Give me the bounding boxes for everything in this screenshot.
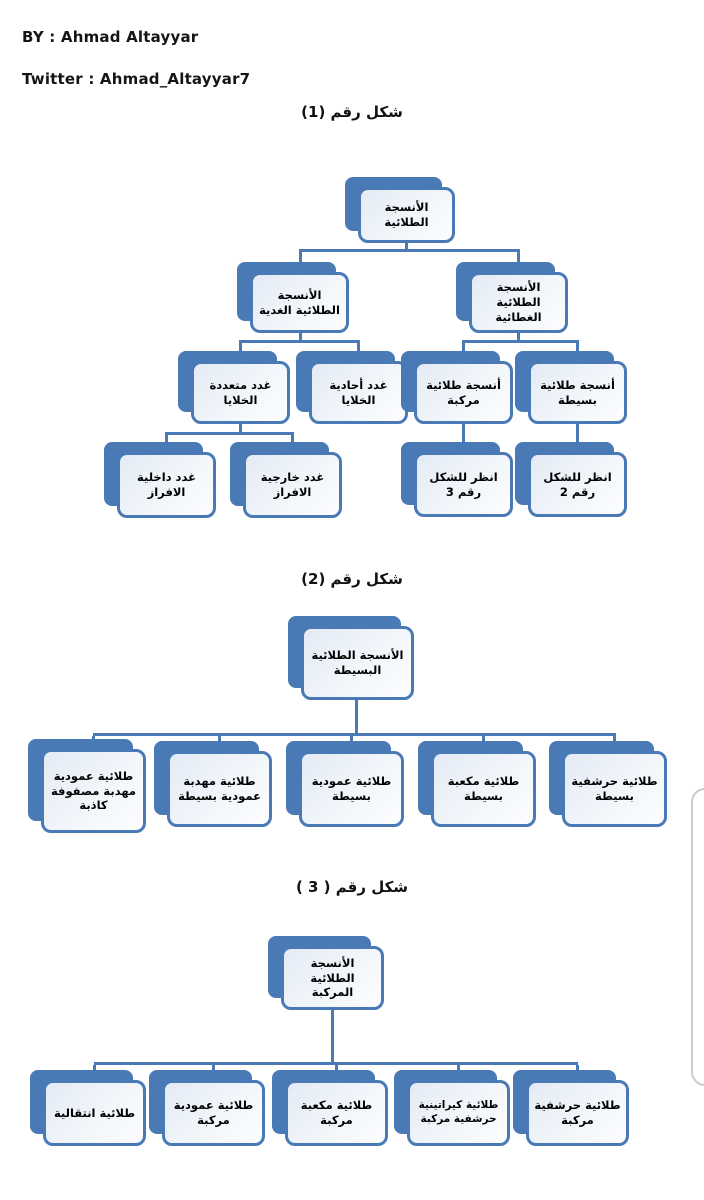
- scrollbar-thumb[interactable]: [691, 788, 704, 1086]
- node-face: الأنسجة الطلائية الغطائية: [469, 272, 568, 333]
- node-fig2-child-simple-squamous: طلائية حرشفية بسيطة: [549, 741, 667, 827]
- node-fig2-child-ciliated-columnar: طلائية مهدبة عمودية بسيطة: [154, 741, 272, 827]
- connector-line: [165, 432, 294, 435]
- connector-line: [576, 424, 579, 452]
- node-fig3-child-stratified-columnar: طلائية عمودية مركبة: [149, 1070, 265, 1146]
- node-face: طلائية مكعبة مركبة: [285, 1080, 388, 1146]
- node-label: الأنسجة الطلائية البسيطة: [311, 648, 404, 677]
- node-face: غدد داخلية الافراز: [117, 452, 216, 518]
- byline-text: BY : Ahmad Altayyar: [22, 28, 199, 46]
- node-fig1-unicellular-glands: غدد أحادية الخلايا: [296, 351, 408, 424]
- node-label: غدد خارجية الافراز: [260, 470, 325, 499]
- node-fig1-compound-epithelium: أنسجة طلائية مركبة: [401, 351, 513, 424]
- node-label: انظر للشكل رقم 3: [429, 469, 498, 499]
- node-label: طلائية حرشفية مركبة: [534, 1098, 621, 1127]
- connector-line: [405, 243, 408, 249]
- node-face: طلائية عمودية مركبة: [162, 1080, 265, 1146]
- node-label: طلائية كيراتينية حرشفية مركبة: [418, 1099, 499, 1125]
- node-fig3-child-keratinized-squamous: طلائية كيراتينية حرشفية مركبة: [394, 1070, 510, 1146]
- node-face: الأنسجة الطلائية المركبة: [281, 946, 384, 1010]
- connector-line: [517, 333, 520, 340]
- node-fig2-child-simple-cuboidal: طلائية مكعبة بسيطة: [418, 741, 536, 827]
- node-label: الأنسجة الطلائية: [384, 200, 429, 229]
- node-fig1-endocrine-glands: غدد داخلية الافراز: [104, 442, 216, 518]
- connector-line: [94, 1062, 578, 1065]
- node-face: غدد خارجية الافراز: [243, 452, 342, 518]
- node-face: طلائية انتقالية: [43, 1080, 146, 1146]
- connector-line: [299, 333, 302, 340]
- node-label: طلائية مهدبة عمودية بسيطة: [178, 774, 261, 803]
- node-fig1-root: الأنسجة الطلائية: [345, 177, 455, 243]
- node-label: طلائية عمودية مهدبة مصفوفة كاذبة: [50, 768, 137, 813]
- connector-line: [462, 424, 465, 452]
- node-label: الأنسجة الطلائية الغطائية: [495, 280, 542, 324]
- node-face: طلائية عمودية مهدبة مصفوفة كاذبة: [41, 749, 146, 833]
- node-face: انظر للشكل رقم 2: [528, 452, 627, 517]
- connector-line: [93, 733, 616, 736]
- node-label: غدد متعددة الخلايا: [209, 377, 272, 407]
- node-fig3-root: الأنسجة الطلائية المركبة: [268, 936, 384, 1010]
- node-fig2-child-pseudostratified: طلائية عمودية مهدبة مصفوفة كاذبة: [28, 739, 146, 833]
- node-fig1-see-figure-3: انظر للشكل رقم 3: [401, 442, 513, 517]
- node-fig1-glandular: الأنسجة الطلائية الغدية: [237, 262, 349, 333]
- node-label: الأنسجة الطلائية الغدية: [259, 287, 340, 317]
- node-face: طلائية مهدبة عمودية بسيطة: [167, 751, 272, 827]
- node-face: أنسجة طلائية مركبة: [414, 361, 513, 424]
- node-label: أنسجة طلائية مركبة: [426, 377, 501, 407]
- node-face: غدد متعددة الخلايا: [191, 361, 290, 424]
- node-fig1-multicellular-glands: غدد متعددة الخلايا: [178, 351, 290, 424]
- node-face: طلائية كيراتينية حرشفية مركبة: [407, 1080, 510, 1146]
- node-fig3-child-stratified-cuboidal: طلائية مكعبة مركبة: [272, 1070, 388, 1146]
- connector-line: [355, 700, 358, 733]
- node-fig2-child-simple-columnar: طلائية عمودية بسيطة: [286, 741, 404, 827]
- node-label: الأنسجة الطلائية المركبة: [310, 955, 355, 1000]
- node-face: غدد أحادية الخلايا: [309, 361, 408, 424]
- node-label: طلائية حرشفية بسيطة: [571, 774, 658, 803]
- twitter-handle-text: Twitter : Ahmad_Altayyar7: [22, 70, 251, 88]
- node-fig1-exocrine-glands: غدد خارجية الافراز: [230, 442, 342, 518]
- connector-line: [462, 340, 579, 343]
- connector-line: [239, 340, 360, 343]
- node-label: طلائية عمودية مركبة: [173, 1098, 254, 1127]
- node-label: غدد داخلية الافراز: [137, 470, 196, 499]
- node-label: طلائية مكعبة بسيطة: [447, 774, 520, 803]
- node-fig1-simple-epithelium: أنسجة طلائية بسيطة: [515, 351, 627, 424]
- node-face: الأنسجة الطلائية الغدية: [250, 272, 349, 333]
- node-fig1-see-figure-2: انظر للشكل رقم 2: [515, 442, 627, 517]
- connector-line: [331, 1010, 334, 1062]
- connector-line: [299, 249, 520, 252]
- node-label: طلائية مكعبة مركبة: [300, 1098, 373, 1127]
- figure1-title: شكل رقم (1): [301, 103, 403, 121]
- node-face: أنسجة طلائية بسيطة: [528, 361, 627, 424]
- node-label: طلائية عمودية بسيطة: [311, 774, 392, 803]
- node-face: طلائية عمودية بسيطة: [299, 751, 404, 827]
- node-fig3-child-stratified-squamous: طلائية حرشفية مركبة: [513, 1070, 629, 1146]
- node-face: طلائية حرشفية مركبة: [526, 1080, 629, 1146]
- node-label: غدد أحادية الخلايا: [329, 377, 388, 407]
- node-label: طلائية انتقالية: [53, 1105, 136, 1120]
- node-face: الأنسجة الطلائية: [358, 187, 455, 243]
- node-label: انظر للشكل رقم 2: [543, 469, 612, 499]
- node-fig1-covering: الأنسجة الطلائية الغطائية: [456, 262, 568, 333]
- node-face: طلائية حرشفية بسيطة: [562, 751, 667, 827]
- node-label: أنسجة طلائية بسيطة: [540, 377, 615, 407]
- figure2-title: شكل رقم (2): [301, 570, 403, 588]
- node-face: الأنسجة الطلائية البسيطة: [301, 626, 414, 700]
- connector-line: [239, 424, 242, 432]
- node-fig3-child-transitional: طلائية انتقالية: [30, 1070, 146, 1146]
- node-face: انظر للشكل رقم 3: [414, 452, 513, 517]
- node-face: طلائية مكعبة بسيطة: [431, 751, 536, 827]
- node-fig2-root: الأنسجة الطلائية البسيطة: [288, 616, 414, 700]
- figure3-title: شكل رقم ( 3 ): [295, 878, 409, 896]
